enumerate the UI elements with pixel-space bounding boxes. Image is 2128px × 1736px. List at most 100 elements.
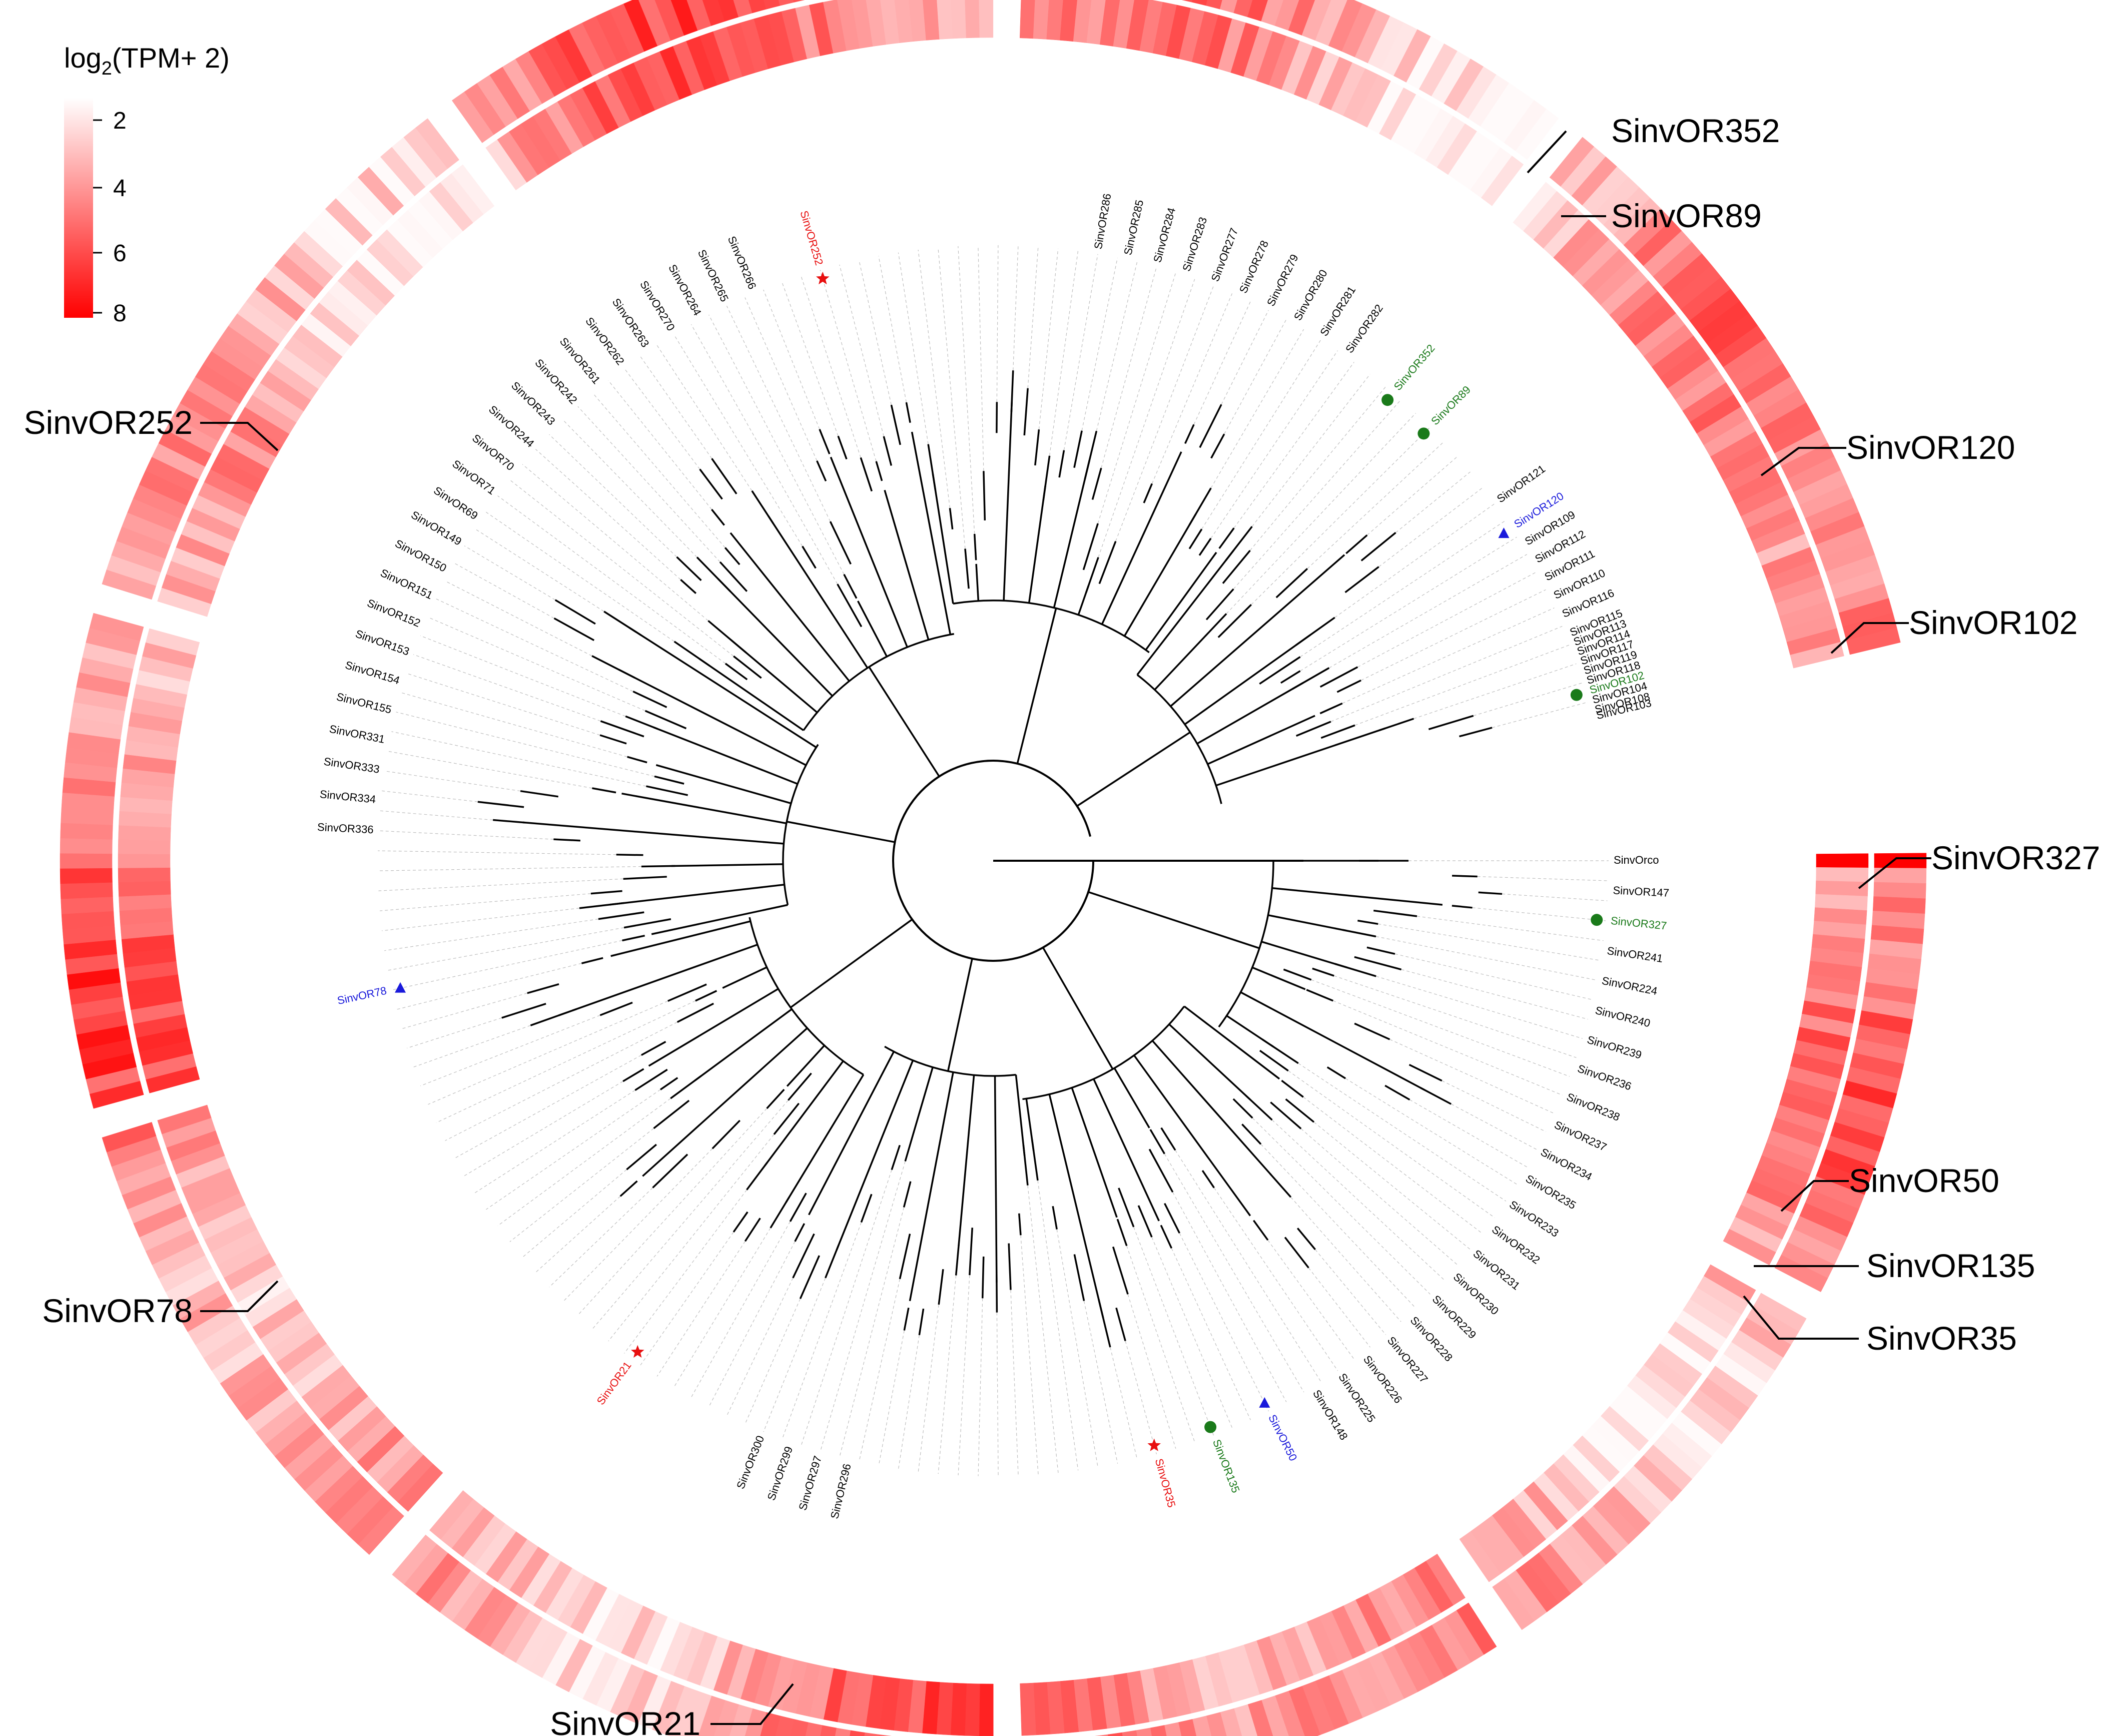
tree-branch: [799, 1255, 820, 1299]
tree-branch: [1240, 991, 1425, 1091]
guide-line: [1063, 254, 1098, 450]
guide-line: [522, 1169, 627, 1258]
guide-line: [1193, 301, 1251, 425]
tree-branch: [1296, 1228, 1316, 1251]
guide-line: [387, 751, 592, 789]
heatmap-cell: [937, 0, 953, 40]
heatmap-cell: [702, 0, 726, 26]
leaf-label: SinvOR226: [1361, 1353, 1404, 1406]
guide-line: [938, 247, 966, 549]
tree-branch: [785, 1074, 865, 1203]
leaf-label: SinvOR148: [1310, 1388, 1350, 1442]
heatmap-cell: [1247, 1700, 1273, 1736]
tree-branch: [837, 435, 848, 460]
tree-branch: [1025, 1098, 1035, 1151]
guide-line: [1267, 1240, 1354, 1360]
tree-branch: [1076, 731, 1191, 807]
guide-line: [1300, 1128, 1458, 1265]
leaf-label: SinvOR285: [1121, 199, 1146, 256]
leaf-label: SinvOR242: [532, 356, 579, 406]
guide-line: [1175, 1150, 1321, 1382]
tree-branch: [1408, 1064, 1443, 1082]
tree-branch: [733, 1211, 749, 1233]
tree-branch: [890, 404, 901, 445]
guide-line: [1172, 1192, 1287, 1402]
guide-line: [497, 495, 726, 664]
tree-branch: [711, 508, 725, 526]
heatmap-cell: [1301, 0, 1331, 41]
guide-line: [996, 245, 999, 402]
guide-line: [1345, 1078, 1517, 1185]
guide-line: [958, 1275, 970, 1476]
tree-branch: [1071, 1087, 1118, 1218]
tree-branch: [1218, 527, 1235, 549]
heatmap-cell: [1816, 853, 1869, 868]
heatmap-cell: [429, 1490, 474, 1540]
leaf-label: SinvOR78: [336, 984, 388, 1007]
tree-branch: [717, 578, 833, 697]
tree-branch: [790, 918, 913, 1008]
guide-line: [413, 1025, 531, 1067]
tree-branch: [816, 460, 827, 482]
tree-branch: [1280, 670, 1301, 684]
tree-branch: [1018, 1213, 1022, 1236]
leaf-label: SinvOR240: [1594, 1004, 1652, 1029]
heatmap-cell: [415, 118, 459, 169]
tree-branch: [860, 457, 873, 492]
guide-line: [454, 1054, 642, 1159]
tree-branch: [1137, 1205, 1153, 1238]
legend-title: log2(TPM+ 2): [64, 42, 230, 79]
leaf-label: SinvOR243: [509, 379, 557, 428]
tree-branch: [1384, 1084, 1410, 1101]
guide-line: [1376, 976, 1583, 1039]
guide-line: [381, 790, 478, 802]
tree-branch: [1093, 1078, 1160, 1222]
guide-line: [918, 250, 951, 508]
highlight-marker-triangle: [1259, 1397, 1270, 1408]
heatmap-cell: [764, 0, 781, 10]
heatmap-ring: [60, 0, 1927, 1736]
tree-branch: [973, 533, 977, 560]
tree-branch: [695, 990, 718, 1002]
heatmap-cell: [866, 0, 887, 47]
guide-line: [384, 770, 521, 792]
guide-line: [708, 314, 845, 574]
tree-branch: [1459, 727, 1493, 738]
guide-line: [1027, 1185, 1059, 1473]
guide-line: [387, 927, 624, 971]
leaf-label: SinvOR270: [637, 278, 677, 333]
tree-branch: [493, 819, 526, 824]
guide-line: [1357, 571, 1537, 668]
tree-branch: [1184, 634, 1311, 725]
heatmap-cell: [718, 0, 739, 22]
highlight-markers: [395, 271, 1603, 1451]
callout-leader: [1760, 447, 1846, 476]
callout-label: SinvOR78: [42, 1292, 193, 1329]
guide-line: [708, 1241, 796, 1407]
guide-line: [401, 692, 627, 757]
heatmap-cell: [623, 0, 658, 52]
tree-branch: [913, 1067, 934, 1133]
tree-branch: [1016, 608, 1057, 764]
heatmap-cell: [823, 0, 847, 54]
heatmap-cell: [908, 0, 927, 42]
guide-line: [1313, 1121, 1471, 1250]
leaf-label: SinvOR149: [409, 508, 463, 548]
guide-line: [1389, 1039, 1555, 1114]
highlight-marker-circle: [1591, 914, 1603, 926]
tree-branch: [860, 1194, 873, 1223]
tree-branch: [1160, 1225, 1172, 1249]
tree-branch: [1283, 968, 1312, 981]
tree-branch: [1336, 679, 1361, 693]
callout-label: SinvOR35: [1866, 1320, 2017, 1357]
guide-line: [1233, 399, 1401, 590]
heatmap-cell: [638, 0, 671, 47]
tree-branch: [553, 838, 580, 842]
legend-tick-label: 2: [113, 108, 127, 134]
leaf-label: SinvOR121: [1495, 462, 1548, 505]
tree-branch: [1232, 1098, 1253, 1119]
heatmap-cell: [864, 1732, 879, 1736]
heatmap-cell: [118, 867, 171, 883]
heatmap-cell: [778, 0, 795, 6]
